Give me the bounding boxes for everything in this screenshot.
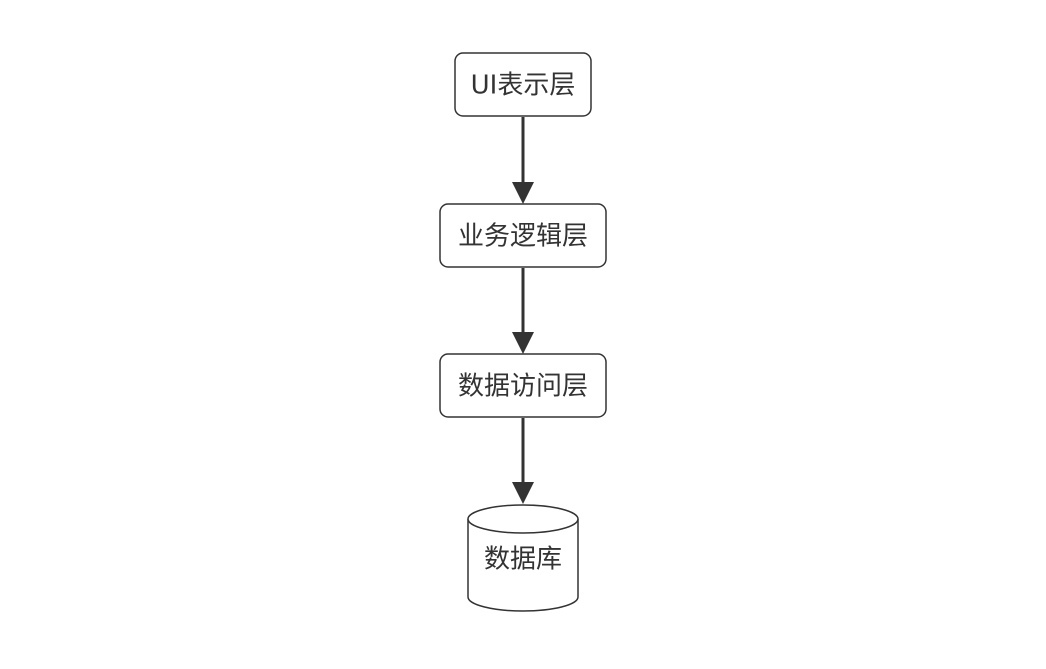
- edge-ui-to-bll: [512, 117, 534, 204]
- node-ui-layer[interactable]: UI表示层: [454, 52, 592, 117]
- edge-bll-to-dal: [512, 268, 534, 354]
- node-data-access-layer[interactable]: 数据访问层: [439, 353, 607, 418]
- node-business-logic-layer[interactable]: 业务逻辑层: [439, 203, 607, 268]
- edge-dal-to-db: [512, 418, 534, 504]
- node-data-access-layer-label: 数据访问层: [458, 372, 588, 402]
- node-database-label: 数据库: [484, 545, 562, 575]
- node-ui-layer-label: UI表示层: [471, 71, 576, 101]
- node-database[interactable]: 数据库: [467, 504, 579, 612]
- node-business-logic-layer-label: 业务逻辑层: [458, 222, 588, 252]
